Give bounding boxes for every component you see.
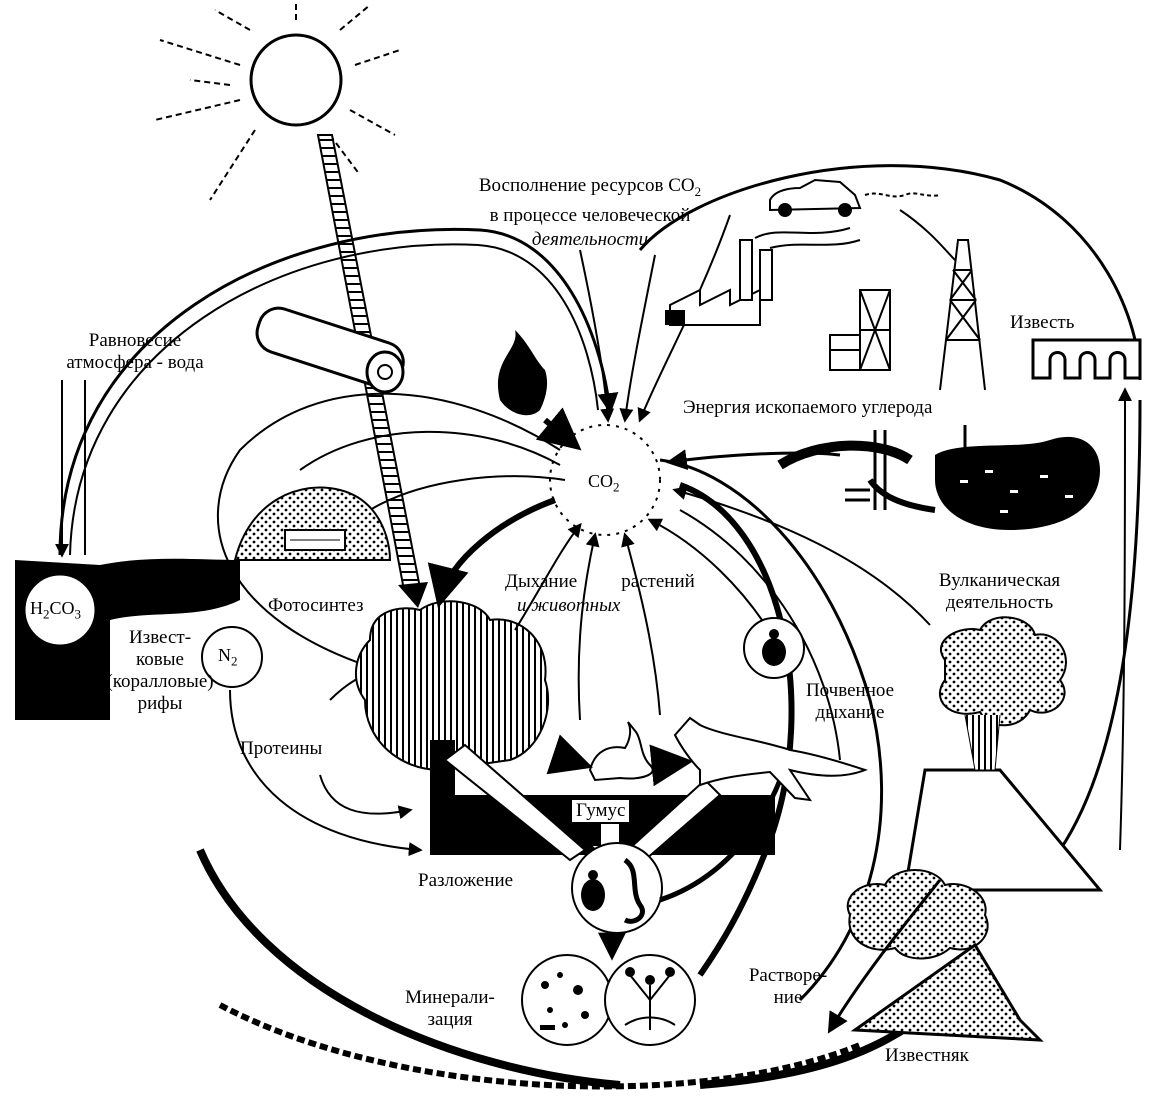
co2-text: CO — [588, 471, 614, 491]
limestone-icon — [850, 942, 1044, 1042]
decomposer-circle — [571, 842, 663, 934]
n2-circle — [201, 626, 263, 688]
reefs-line3: (коралловые) — [106, 671, 214, 692]
limestone-chain-arc — [218, 1002, 862, 1090]
sun-icon — [154, 0, 401, 201]
respiration-line2: и животных — [517, 595, 621, 616]
hare-icon — [546, 721, 694, 787]
replenishment-line2: в процессе человеческой — [489, 204, 691, 226]
volcanic-line1: Вулканическая — [938, 570, 1061, 591]
soil-respiration-label: Почвенное дыхание — [790, 680, 910, 724]
volcano-icon — [903, 616, 1104, 892]
mineralization-line2: зация — [427, 1009, 473, 1030]
worm-icon — [623, 857, 645, 924]
n2-label: N2 — [218, 644, 238, 673]
dissolution-line2: ние — [773, 987, 803, 1008]
balance-label: Равновесие атмосфера - вода — [40, 330, 230, 374]
soil-beetle-circle — [743, 617, 805, 679]
oil-derrick-icon — [939, 239, 986, 391]
h2co3-sub1: 2 — [43, 606, 50, 622]
lime-arrow — [1117, 387, 1132, 851]
lime-kiln-icon — [1031, 338, 1142, 380]
lime-label: Известь — [1010, 312, 1075, 333]
car-icon — [769, 178, 941, 217]
volcanic-label: Вулканическая деятельность — [912, 570, 1087, 614]
mineralization-line1: Минерали- — [405, 987, 495, 1008]
volcano-arrow — [672, 486, 931, 626]
replenishment-line1: Восполнение ресурсов CO — [478, 175, 695, 196]
photosynthesis-loop — [217, 392, 566, 674]
co2-center — [549, 424, 661, 536]
balance-arrows — [55, 380, 86, 558]
limestone-label: Известняк — [885, 1045, 969, 1066]
co2-sub: 2 — [613, 479, 620, 495]
h2co3-label: H2CO3 — [30, 597, 81, 626]
reefs-line1: Извест- — [128, 627, 192, 648]
decomposition-label: Разложение — [418, 870, 514, 891]
n2-text: N — [218, 645, 231, 665]
replenishment-label: Восполнение ресурсов CO2 в процессе чело… — [440, 174, 740, 252]
beetle-icon — [581, 870, 605, 911]
soil-respiration-line2: дыхание — [815, 702, 885, 723]
h2co3-co: CO — [49, 598, 75, 618]
photosynthesis-label: Фотосинтез — [268, 595, 364, 616]
dissolution-label: Растворе- ние — [738, 965, 838, 1009]
beetle-icon — [762, 629, 786, 666]
reefs-line4: рифы — [137, 693, 183, 714]
respiration-word2: растений — [621, 571, 695, 592]
balance-line2: атмосфера - вода — [66, 352, 204, 373]
balance-line1: Равновесие — [88, 330, 182, 351]
replenishment-sub: 2 — [694, 183, 702, 199]
replenishment-line3: деятельности — [531, 228, 649, 250]
reefs-line2: ковые — [136, 649, 184, 670]
reefs-label: Извест- ковые (коралловые) рифы — [100, 627, 220, 715]
dissolution-arrow — [827, 879, 942, 1034]
respiration-label: Дыхание растений и животных — [505, 570, 695, 618]
n2-sub: 2 — [231, 653, 238, 669]
soil-respiration-line1: Почвенное — [805, 680, 895, 701]
mineralization-label: Минерали- зация — [395, 987, 505, 1031]
ocean-water — [15, 558, 240, 720]
human-co2-arrows — [579, 214, 731, 423]
microbe-icon — [540, 972, 589, 1030]
fossil-arrows — [665, 430, 936, 513]
fossil-line — [899, 209, 956, 261]
cloud-icon — [846, 869, 989, 960]
fox-icon — [673, 716, 868, 802]
mine-tower-icon — [829, 289, 891, 371]
log-icon — [255, 306, 405, 394]
coal-heap-icon — [233, 486, 392, 561]
dissolution-line1: Растворе- — [748, 965, 828, 986]
proteins-label: Протеины — [240, 738, 323, 759]
h2co3-sub2: 3 — [74, 606, 82, 622]
respiration-word1: Дыхание — [505, 571, 578, 592]
factory-icon — [665, 227, 861, 326]
h2co3-h: H — [30, 598, 43, 618]
fire-icon — [497, 330, 582, 451]
humus-label: Гумус — [570, 798, 632, 824]
tree-icon — [354, 600, 550, 800]
co2-center-label: CO2 — [588, 470, 620, 499]
mineralization-circles — [521, 954, 696, 1046]
fossil-energy-label: Энергия ископаемого углерода — [683, 397, 933, 418]
mushroom-icon — [624, 967, 676, 1030]
oil-reservoir-icon — [935, 425, 1100, 530]
volcanic-line2: деятельность — [945, 592, 1054, 613]
